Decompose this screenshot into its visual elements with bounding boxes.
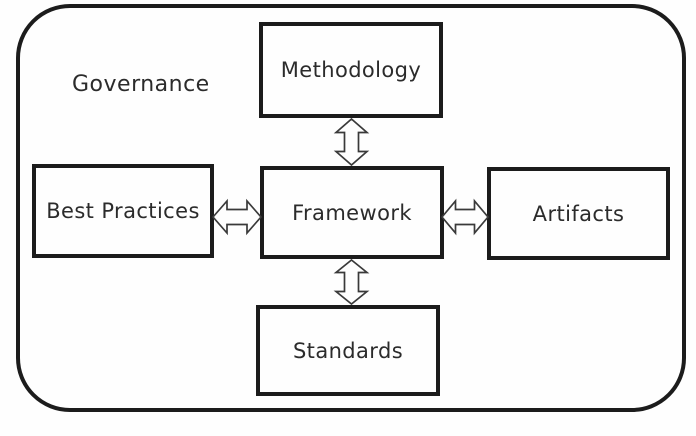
- node-artifacts: Artifacts: [487, 167, 670, 260]
- node-methodology-label: Methodology: [280, 58, 422, 82]
- node-framework: Framework: [260, 166, 444, 259]
- double-arrow-best-practices-framework-icon: [212, 194, 262, 240]
- node-standards: Standards: [256, 305, 440, 396]
- node-methodology: Methodology: [259, 22, 443, 118]
- node-framework-label: Framework: [292, 200, 412, 225]
- double-arrow-framework-artifacts-icon: [441, 194, 489, 240]
- node-artifacts-label: Artifacts: [532, 201, 625, 226]
- node-best-practices: Best Practices: [32, 164, 214, 258]
- governance-label: Governance: [72, 72, 210, 97]
- node-standards-label: Standards: [292, 338, 404, 363]
- double-arrow-framework-standards-icon: [329, 259, 374, 305]
- node-best-practices-label: Best Practices: [46, 199, 200, 223]
- double-arrow-framework-methodology-icon: [329, 118, 374, 166]
